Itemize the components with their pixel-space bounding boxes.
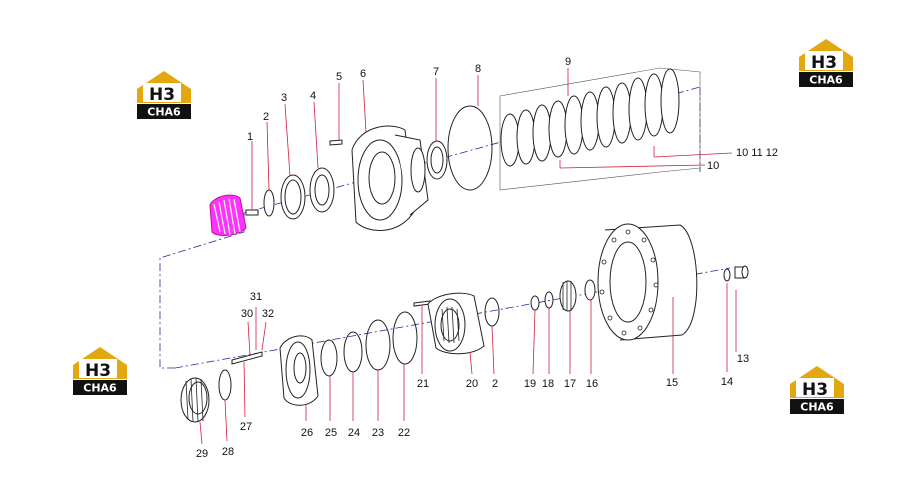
callout-22: 22: [398, 427, 410, 439]
callout-16: 16: [586, 378, 598, 390]
callout-numbers: 1 2 3 4 5 6 7 8 9 10 11 12 10 13 14 15 1…: [196, 56, 778, 460]
callout-30: 30: [241, 308, 253, 320]
callout-28: 28: [222, 446, 234, 458]
logo-wordmark: CHA6: [809, 74, 843, 87]
callout-24: 24: [348, 427, 360, 439]
callout-31: 31: [250, 291, 262, 303]
part-25-ring: [320, 339, 338, 377]
part-28-ring: [218, 369, 232, 401]
part-29-gear: [180, 377, 210, 423]
part-27-bolt: [231, 351, 263, 365]
part-6-wheel-hub: [351, 125, 429, 231]
logo-top-right: H3 CHA6: [795, 35, 853, 87]
part-13-plug: [734, 265, 749, 279]
lower-assembly: [180, 223, 749, 423]
part-17-needle-bearing: [559, 280, 577, 312]
callout-2-upper: 2: [263, 111, 269, 123]
callout-5: 5: [336, 71, 342, 83]
logo-mark: H3: [811, 53, 837, 73]
callout-32: 32: [262, 308, 274, 320]
part-19-washer: [530, 295, 540, 311]
callout-3: 3: [281, 92, 287, 104]
logo-wordmark: CHA6: [83, 382, 117, 395]
part-8-large-oring: [447, 105, 493, 191]
part-18-washer: [544, 291, 554, 309]
callout-27: 27: [240, 421, 252, 433]
callout-26: 26: [301, 427, 313, 439]
part-22-ring: [392, 311, 418, 365]
part-14-washer: [723, 268, 731, 282]
callout-21: 21: [417, 378, 429, 390]
callout-29: 29: [196, 448, 208, 460]
callout-20: 20: [466, 378, 478, 390]
part-2-oring-lower: [484, 297, 500, 327]
part-24-ring: [343, 331, 363, 373]
part-15-ring-gear: [597, 223, 698, 341]
callout-19: 19: [524, 378, 536, 390]
callout-15: 15: [666, 377, 678, 389]
part-9-clutch-plate-stack: [499, 67, 701, 191]
logo-wordmark: CHA6: [147, 106, 181, 119]
part-2-oring-upper: [263, 189, 275, 217]
part-5-bolt: [329, 139, 343, 146]
part-1-highlighted: [209, 194, 259, 236]
logo-mark: H3: [802, 380, 828, 400]
part-20-gear-housing: [427, 292, 485, 355]
logo-bottom-left: H3 CHA6: [69, 343, 127, 395]
callout-1: 1: [247, 131, 253, 143]
logo-mark: H3: [149, 85, 175, 105]
part-26-planet-carrier: [279, 335, 319, 406]
callout-10-11-12: 10 11 12: [736, 147, 778, 159]
callout-4: 4: [310, 90, 316, 102]
logo-bottom-right: H3 CHA6: [786, 362, 844, 414]
callout-23: 23: [372, 427, 384, 439]
callout-25: 25: [325, 427, 337, 439]
logo-top-left: H3 CHA6: [133, 67, 191, 119]
callout-17: 17: [564, 378, 576, 390]
callout-14: 14: [721, 376, 733, 388]
logo-mark: H3: [85, 361, 111, 381]
logo-wordmark: CHA6: [800, 401, 834, 414]
callout-8: 8: [475, 63, 481, 75]
callout-18: 18: [542, 378, 554, 390]
callout-13: 13: [737, 353, 749, 365]
callout-2-lower: 2: [492, 378, 498, 390]
part-16-spacer: [584, 279, 596, 301]
leader-lines: [199, 68, 737, 445]
part-21-pin: [413, 300, 431, 307]
callout-7: 7: [433, 66, 439, 78]
callout-9: 9: [565, 56, 571, 68]
callout-6: 6: [360, 68, 366, 80]
upper-assembly: [209, 67, 701, 236]
callout-10: 10: [707, 160, 719, 172]
part-23-ring: [365, 319, 391, 371]
